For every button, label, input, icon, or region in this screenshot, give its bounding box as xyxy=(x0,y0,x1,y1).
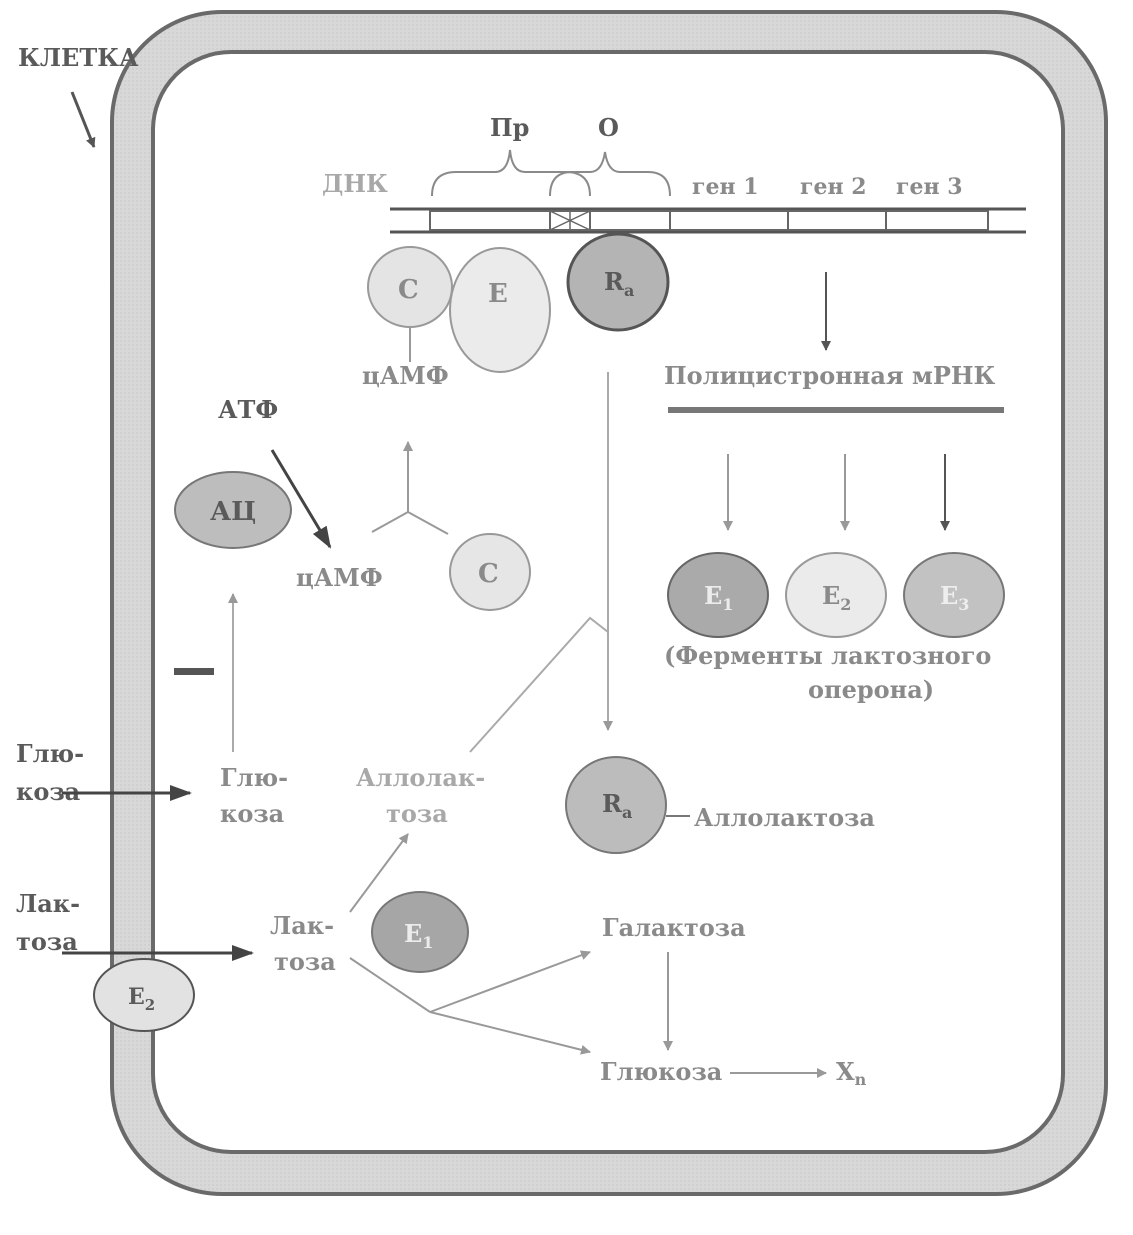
glucose-inside-label-2: коза xyxy=(220,799,284,828)
permease-e2-label: E2 xyxy=(128,984,155,1014)
allolactose-bound-label: Аллолактоза xyxy=(694,803,875,832)
repressor-bottom-label: Ra xyxy=(602,789,632,822)
allolactose-label-1: Аллолак- xyxy=(356,763,485,792)
to-glucose-arrow xyxy=(429,1011,591,1055)
gene-2-label: ген 2 xyxy=(800,174,867,200)
e-protein-top-label: E xyxy=(488,279,508,309)
camp-mid-label: цАМФ xyxy=(296,563,383,592)
permease-e2 xyxy=(93,958,195,1032)
to-galactose-arrow xyxy=(429,950,591,1013)
xn-label: Xn xyxy=(836,1057,867,1089)
lactose-outside-label-1: Лак- xyxy=(16,889,80,918)
promoter-brace xyxy=(431,149,591,197)
adenylate-cyclase-label: АЦ xyxy=(210,497,256,527)
repressor-bottom xyxy=(565,756,667,854)
lactose-split-line xyxy=(349,957,431,1013)
operator-brace xyxy=(549,151,671,197)
enzymes-caption-line2: оперона) xyxy=(808,675,934,704)
operator-label: О xyxy=(598,113,619,142)
cell-label: КЛЕТКА xyxy=(18,43,139,72)
enzyme-e1-label: E1 xyxy=(704,581,733,614)
lactose-to-allolactose-arrow xyxy=(349,833,409,913)
camp-top-label: цАМФ xyxy=(362,361,449,390)
inhibition-sign xyxy=(174,668,214,675)
galactose-label: Галактоза xyxy=(602,913,746,942)
repressor-top xyxy=(566,232,670,332)
lactose-inside-label-2: тоза xyxy=(274,947,336,976)
enzyme-e1-cytoplasm xyxy=(371,891,469,973)
enzyme-e3 xyxy=(903,552,1005,638)
enzyme-e1-cytoplasm-label: E1 xyxy=(404,919,433,952)
glucose-inside-label-1: Глю- xyxy=(220,763,288,792)
dna-label: ДНК xyxy=(322,169,388,198)
atp-label: АТФ xyxy=(218,395,278,424)
c-protein-mid xyxy=(449,533,531,611)
repressor-top-label: Ra xyxy=(604,267,634,300)
adenylate-cyclase xyxy=(174,471,292,549)
gene-1-label: ген 1 xyxy=(692,174,759,200)
cell-label-arrow xyxy=(70,91,96,148)
c-protein-top-label: C xyxy=(398,275,419,305)
atp-to-camp-arrow xyxy=(270,449,332,549)
enzyme-e2 xyxy=(785,552,887,638)
allolactose-binding-line xyxy=(469,616,609,753)
enzyme-e3-label: E3 xyxy=(940,581,969,614)
dna-strand xyxy=(390,207,1026,234)
enzymes-caption-line1: (Ферменты лактозного xyxy=(664,641,991,670)
glucose-outside-label-1: Глю- xyxy=(16,739,84,768)
enzyme-e2-label: E2 xyxy=(822,581,851,614)
enzyme-e1 xyxy=(667,552,769,638)
mrna-label: Полицистронная мРНК xyxy=(664,361,996,390)
camp-c-junction xyxy=(371,441,449,535)
lactose-outside-label-2: тоза xyxy=(16,927,78,956)
glucose-product-label: Глюкоза xyxy=(600,1057,722,1086)
promoter-label: Пр xyxy=(490,113,529,142)
lactose-inside-label-1: Лак- xyxy=(270,911,334,940)
e-protein-top xyxy=(449,247,551,373)
gene-3-label: ген 3 xyxy=(896,174,963,200)
allolactose-label-2: тоза xyxy=(386,799,448,828)
c-protein-mid-label: C xyxy=(478,559,499,589)
